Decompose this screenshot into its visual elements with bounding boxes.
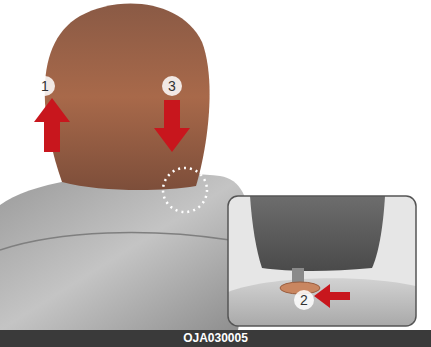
inset-frame: [228, 196, 416, 326]
inset-seat: [228, 278, 416, 326]
inset-detail: [228, 196, 416, 326]
up-arrow: [34, 98, 70, 152]
seat-seam: [0, 233, 230, 250]
callout-number: 3: [162, 76, 182, 96]
headrest: [45, 3, 210, 190]
seat-back: [0, 173, 250, 330]
down-arrow: [154, 100, 190, 152]
magnify-circle: [163, 168, 207, 212]
inset-headrest: [250, 196, 385, 271]
press-arrow: [314, 284, 350, 308]
figure-code: OJA030005: [0, 330, 431, 347]
caption-bar: [0, 330, 431, 347]
callout-number: 1: [35, 76, 55, 96]
inset-background: [228, 196, 416, 326]
callout-number: 2: [294, 290, 314, 310]
